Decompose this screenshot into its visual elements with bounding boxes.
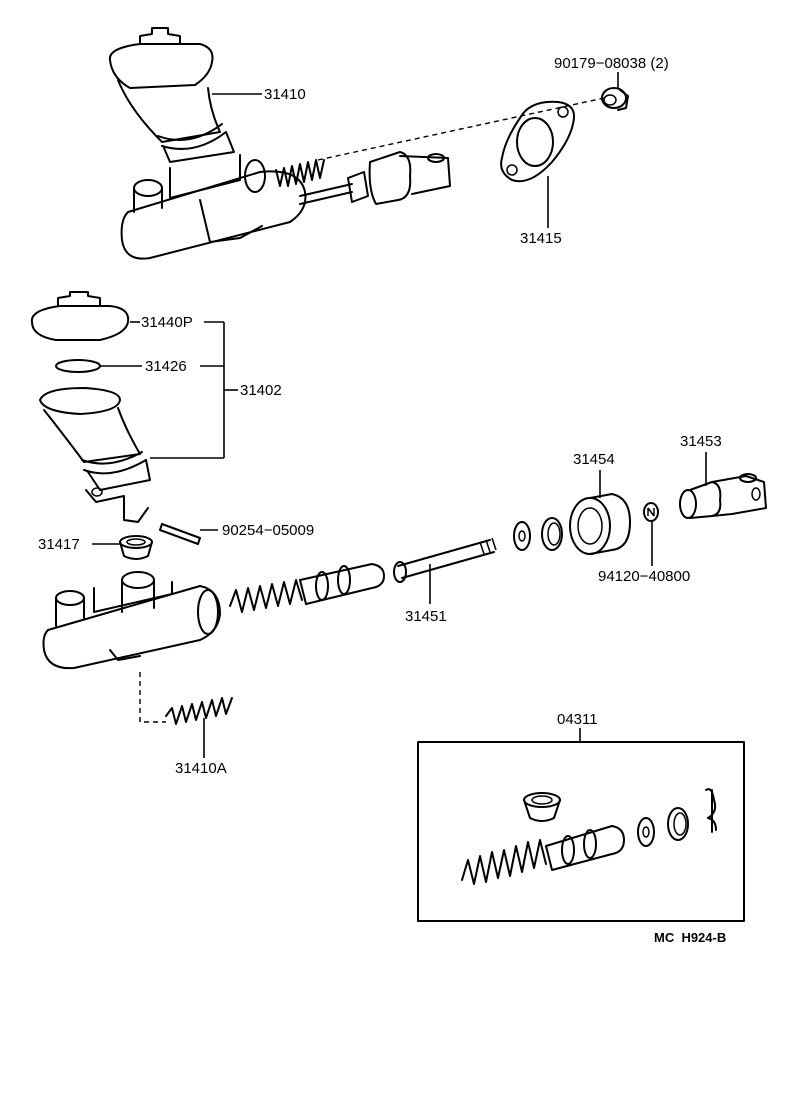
drawing-code: MC H924-B	[654, 930, 726, 945]
pin	[159, 523, 201, 545]
reservoir-gasket	[55, 359, 101, 373]
label-94120-40800: 94120−40800	[598, 568, 690, 585]
cylinder-body	[42, 571, 221, 670]
seal-spring	[165, 697, 233, 725]
label-31410a: 31410A	[175, 760, 227, 777]
leader-lines	[92, 72, 707, 758]
label-31440p: 31440P	[141, 314, 193, 331]
piston-spring	[229, 579, 303, 613]
gasket-plate	[500, 100, 576, 183]
lock-nut	[643, 502, 659, 522]
label-31451: 31451	[405, 608, 447, 625]
piston	[299, 563, 385, 605]
label-31454: 31454	[573, 451, 615, 468]
label-90179-08038: 90179−08038 (2)	[554, 55, 669, 72]
label-31426: 31426	[145, 358, 187, 375]
grommet	[119, 535, 153, 560]
reservoir-cap	[30, 291, 130, 341]
label-31417: 31417	[38, 536, 80, 553]
push-rod	[393, 537, 497, 583]
clevis	[679, 473, 767, 519]
label-31410: 31410	[264, 86, 306, 103]
reservoir-body	[39, 387, 151, 523]
boot	[569, 493, 631, 555]
label-31415: 31415	[520, 230, 562, 247]
label-31402: 31402	[240, 382, 282, 399]
snap-ring	[541, 517, 563, 551]
washer	[513, 521, 531, 551]
master-cylinder-assembly	[108, 27, 605, 260]
part-labels: 31410 90179−08038 (2) 31415 31440P 31426…	[38, 55, 726, 945]
label-04311: 04311	[557, 711, 598, 728]
label-31453: 31453	[680, 433, 722, 450]
repair-kit-box	[417, 741, 745, 922]
label-90254-05009: 90254−05009	[222, 522, 314, 539]
flange-nut	[601, 87, 629, 111]
